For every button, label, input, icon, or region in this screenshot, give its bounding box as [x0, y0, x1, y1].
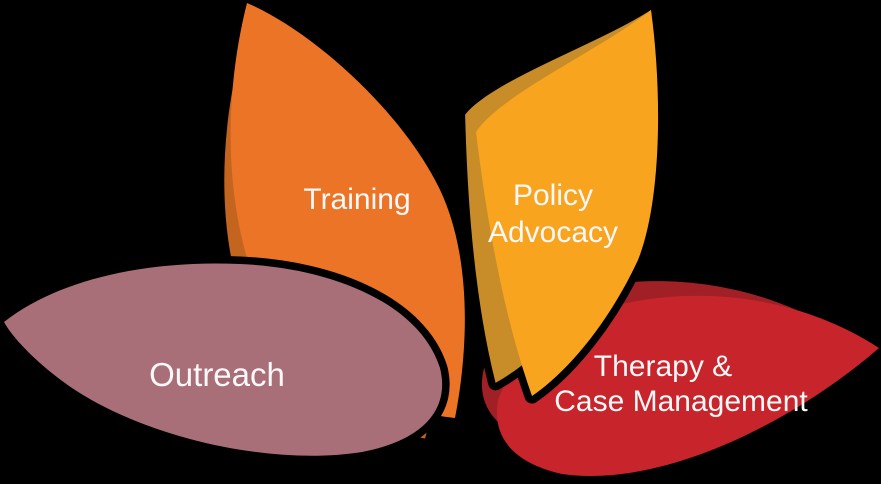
petal-outreach-body: [4, 263, 443, 456]
label-training: Training: [303, 183, 410, 216]
label-therapy-line1: Therapy &: [594, 350, 732, 383]
label-policy-line1: Policy: [513, 179, 593, 212]
label-policy-line2: Advocacy: [488, 216, 618, 249]
petal-policy-body: [476, 10, 659, 396]
label-therapy-line2: Case Management: [554, 385, 808, 418]
petal-outreach: [0, 256, 450, 464]
label-outreach: Outreach: [149, 356, 285, 393]
petal-policy: [457, 2, 666, 404]
